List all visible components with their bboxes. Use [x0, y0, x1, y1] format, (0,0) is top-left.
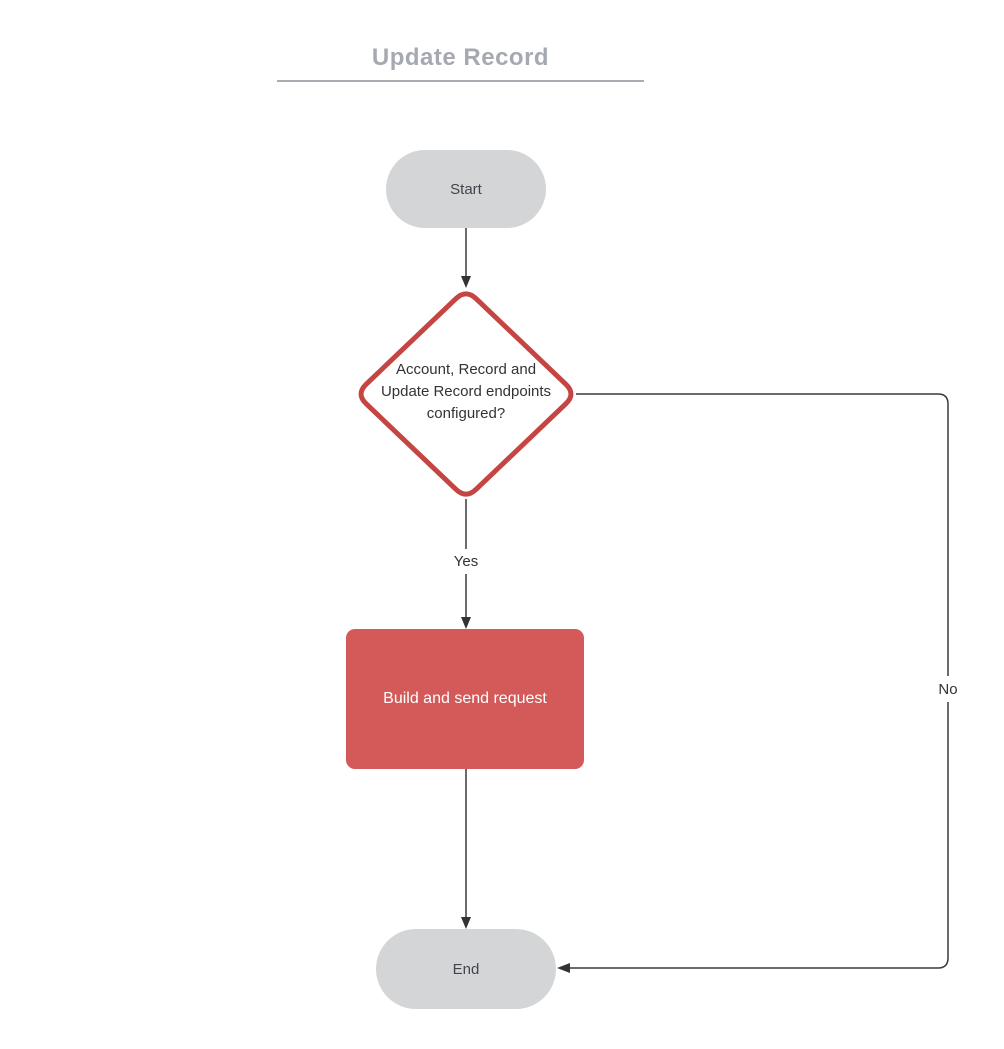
node-decision-label: Account, Record and Update Record endpoi… — [346, 359, 586, 425]
arrowhead-down-process-icon — [461, 617, 471, 629]
node-start: Start — [386, 150, 546, 228]
node-start-label: Start — [450, 180, 482, 198]
title-underline — [277, 80, 644, 82]
arrowhead-down-end-icon — [461, 917, 471, 929]
decision-label-line2: Update Record endpoints — [380, 383, 552, 400]
node-end: End — [376, 929, 556, 1009]
edge-decision-to-end — [570, 393, 949, 969]
arrowhead-down-decision-icon — [461, 276, 471, 288]
node-process: Build and send request — [346, 629, 584, 769]
node-decision-shape — [358, 291, 574, 497]
decision-label-line3: configured? — [426, 405, 506, 422]
decision-label-line1: Account, Record and — [395, 361, 537, 378]
diagram-title: Update Record — [371, 44, 550, 71]
node-process-label: Build and send request — [383, 690, 547, 707]
edge-label-yes: Yes — [448, 549, 484, 574]
arrowhead-left-end-icon — [557, 963, 570, 973]
edge-label-no: No — [929, 676, 967, 702]
node-end-label: End — [452, 960, 480, 978]
